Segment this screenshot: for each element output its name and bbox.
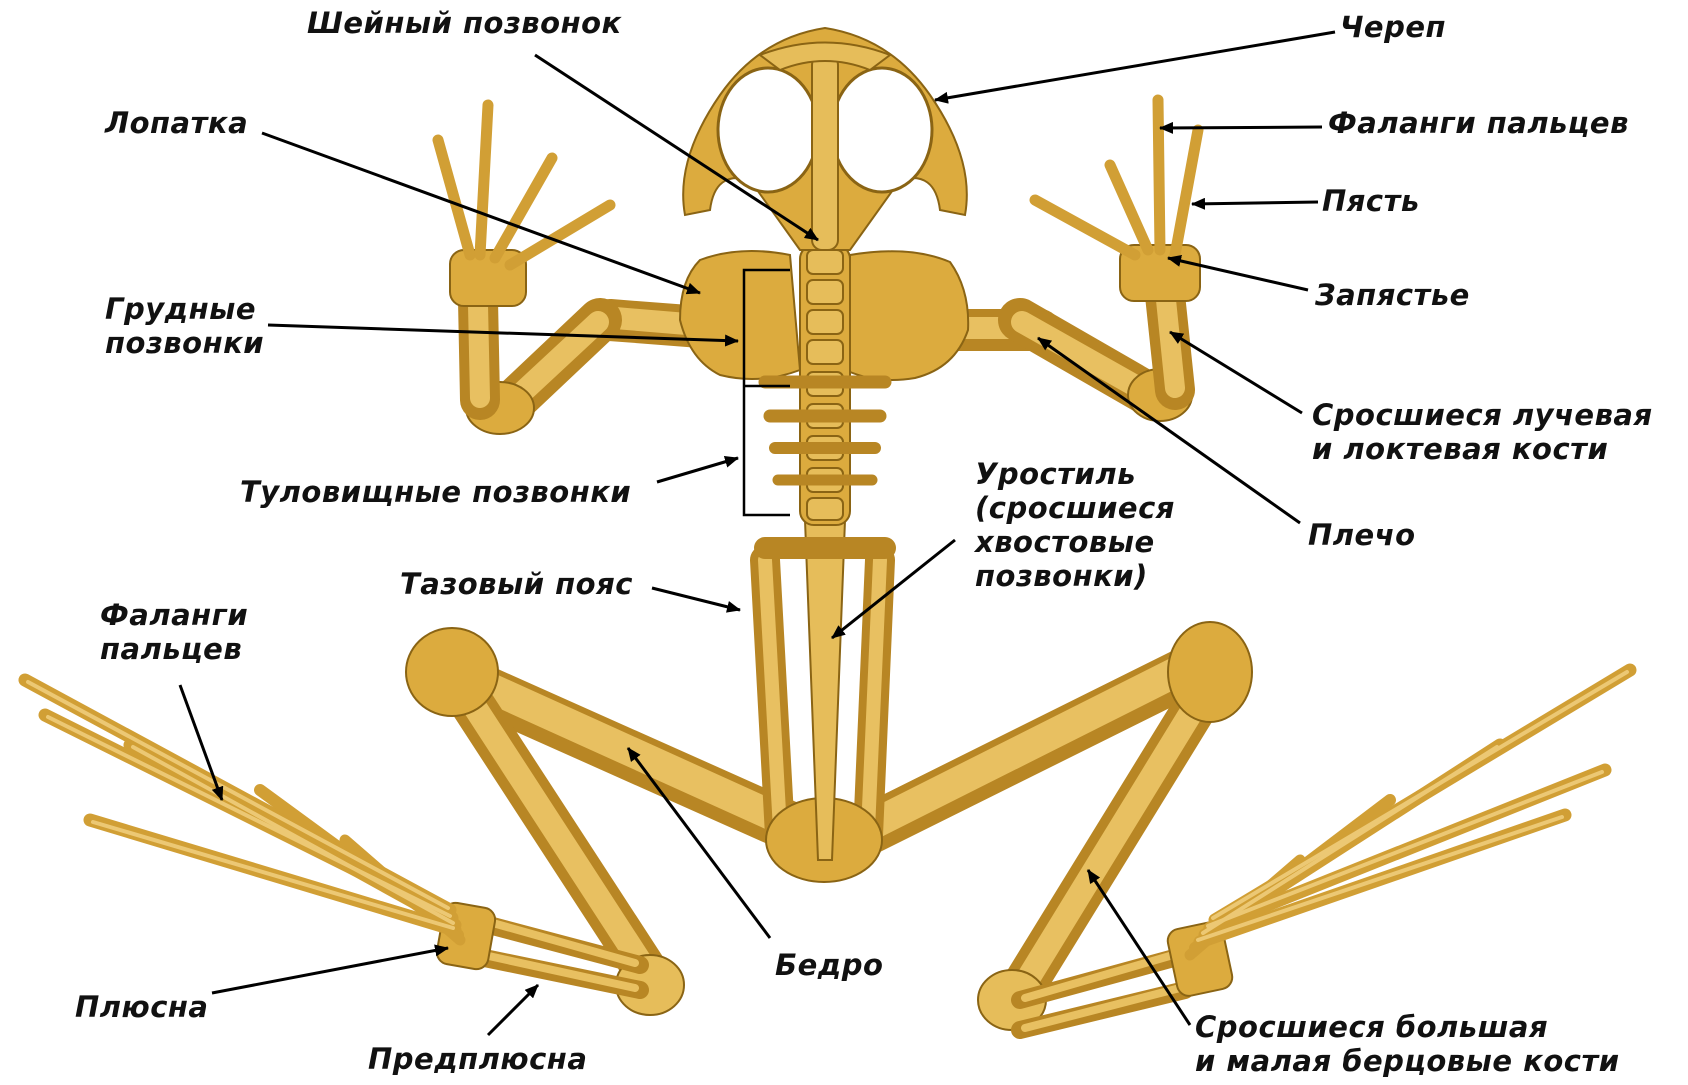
label-thoracic-vertebrae-line2: позвонки	[105, 326, 264, 360]
left-foot-digits	[25, 680, 460, 940]
label-metatarsus: Плюсна	[75, 990, 209, 1024]
label-urostyle-line1: Уростиль	[975, 457, 1175, 491]
right-foot-digits	[1190, 670, 1630, 955]
label-tibiofibula: Сросшиеся большая и малая берцовые кости	[1195, 1010, 1620, 1078]
skull	[683, 28, 967, 250]
label-foot-phalanges: Фаланги пальцев	[100, 598, 248, 666]
label-skull: Череп	[1340, 10, 1446, 44]
label-urostyle-line4: позвонки)	[975, 559, 1175, 593]
label-scapula: Лопатка	[105, 106, 248, 140]
label-tibiofibula-line2: и малая берцовые кости	[1195, 1044, 1620, 1078]
label-foot-phalanges-line2: пальцев	[100, 632, 248, 666]
label-radioulna: Сросшиеся лучевая и локтевая кости	[1312, 398, 1653, 466]
label-carpus: Запястье	[1315, 278, 1470, 312]
label-tibiofibula-line1: Сросшиеся большая	[1195, 1010, 1620, 1044]
label-trunk-vertebrae: Туловищные позвонки	[240, 475, 631, 509]
label-tarsus: Предплюсна	[368, 1042, 587, 1076]
label-metacarpus: Пясть	[1322, 184, 1420, 218]
label-thoracic-vertebrae: Грудные позвонки	[105, 292, 264, 360]
pointer-metatarsus	[212, 948, 448, 993]
label-foot-phalanges-line1: Фаланги	[100, 598, 248, 632]
right-hind-leg	[848, 622, 1252, 1030]
label-urostyle-line2: (сросшиеся	[975, 491, 1175, 525]
label-radioulna-line2: и локтевая кости	[1312, 432, 1653, 466]
pointer-hand-phalanges	[1160, 127, 1322, 128]
label-pelvic-girdle: Тазовый пояс	[400, 567, 633, 601]
label-thoracic-vertebrae-line1: Грудные	[105, 292, 264, 326]
label-cervical-vertebra: Шейный позвонок	[307, 6, 622, 40]
pointer-metacarpus	[1192, 202, 1318, 204]
label-radioulna-line1: Сросшиеся лучевая	[1312, 398, 1653, 432]
pointer-skull	[935, 32, 1335, 100]
pointer-tarsus	[488, 985, 538, 1035]
label-urostyle-line3: хвостовые	[975, 525, 1175, 559]
label-humerus: Плечо	[1308, 518, 1416, 552]
label-femur: Бедро	[775, 948, 883, 982]
pointer-trunk-vertebrae	[657, 458, 738, 482]
label-urostyle: Уростиль (сросшиеся хвостовые позвонки)	[975, 457, 1175, 593]
label-hand-phalanges: Фаланги пальцев	[1328, 106, 1629, 140]
pointer-pelvic-girdle	[652, 588, 740, 610]
